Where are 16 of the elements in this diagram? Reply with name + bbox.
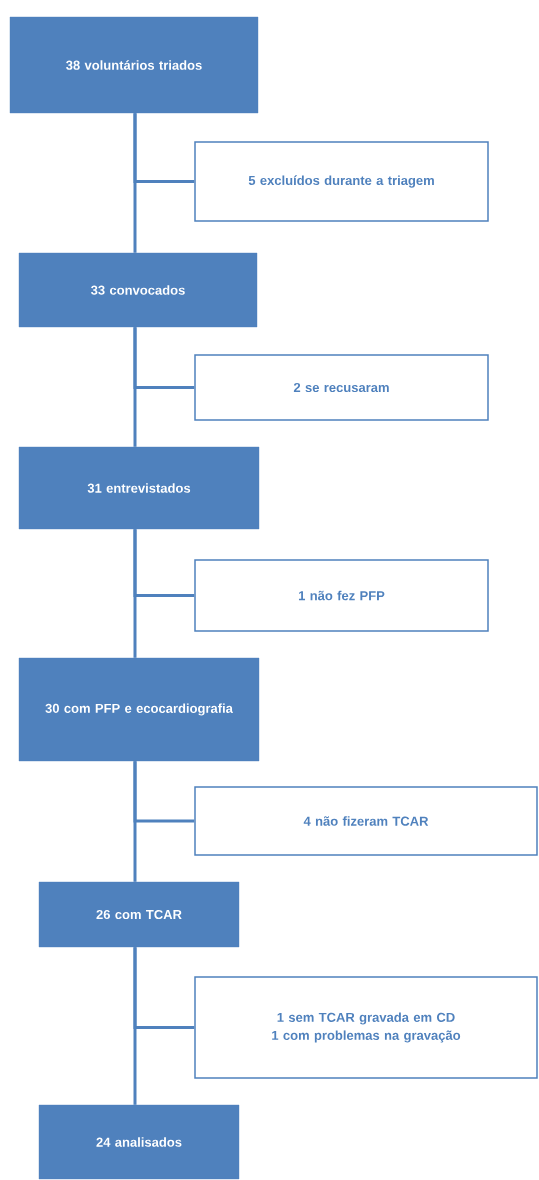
step-box: 38 voluntários triados <box>9 16 259 114</box>
step-box: 26 com TCAR <box>38 881 240 948</box>
step-box: 30 com PFP e ecocardiografia <box>18 657 260 762</box>
connector-line <box>133 947 137 1105</box>
connector-line <box>133 327 137 447</box>
exclusion-box: 4 não fizeram TCAR <box>194 786 538 856</box>
step-box: 33 convocados <box>18 252 258 328</box>
connector-line <box>133 529 137 658</box>
step-box: 31 entrevistados <box>18 446 260 530</box>
connector-line <box>133 761 137 882</box>
exclusion-box: 1 não fez PFP <box>194 559 489 632</box>
exclusion-box: 2 se recusaram <box>194 354 489 421</box>
connector-line <box>133 113 137 253</box>
step-box: 24 analisados <box>38 1104 240 1180</box>
exclusion-box: 5 excluídos durante a triagem <box>194 141 489 222</box>
exclusion-box: 1 sem TCAR gravada em CD 1 com problemas na gravação <box>194 976 538 1079</box>
